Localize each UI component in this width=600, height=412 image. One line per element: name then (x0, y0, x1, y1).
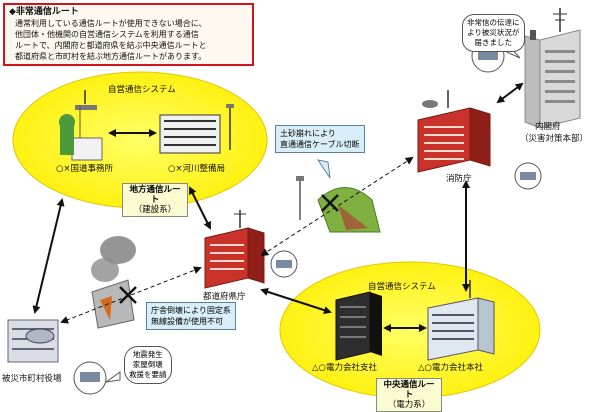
fdma-label: 消防庁 (446, 174, 472, 184)
info-line: 都道府県と市町村を結ぶ地方通信ルートがあります。 (15, 52, 207, 61)
river-maintenance-office (159, 104, 234, 154)
collapse-callout-line: 庁舎倒壊により固定系 (151, 306, 231, 315)
central-route-tag: 中央通信ルート （電力系） (376, 378, 442, 412)
collapse-callout: 庁舎倒壊により固定系 無線設備が使用不可 (146, 302, 236, 330)
info-line: ルートで、内閣府と都道府県を結ぶ中央通信ルートと (15, 41, 207, 50)
prefecture-building (204, 210, 265, 289)
cabinet-sublabel: （災害対策本部） (520, 134, 589, 144)
power-branch-office (335, 291, 382, 361)
central-system-label: 自営通信システム (368, 282, 436, 292)
power-branch-label: △○電力会社支社 (312, 363, 377, 373)
cabinet-bubble-line: 非常信の伝達に (467, 18, 520, 27)
collapsed-building (91, 236, 136, 329)
local-prefecture-link (189, 186, 211, 230)
collapse-callout-line: 無線設備が使用不可 (151, 317, 223, 326)
municipality-bubble-line: 家屋倒壊 (132, 360, 163, 369)
landslide (296, 176, 381, 233)
national-road-office-label: ○×国道事務所 (56, 164, 114, 174)
local-route-type: （建設系） (133, 205, 177, 215)
equipment-down-x-icon (119, 286, 137, 304)
municipality-bubble-line: 地震発生 (132, 350, 163, 359)
info-line: 通常利用している通信ルートが使用できない場合に、 (15, 19, 207, 28)
local-route-name: 地方通信ルート (129, 185, 181, 205)
landslide-callout-line: 土砂崩れにより (280, 129, 336, 138)
local-route-tag: 地方通信ルート （建設系） (122, 183, 188, 217)
cabinet-label: 内閣府 (535, 122, 561, 132)
prefecture-operator-icon (270, 250, 298, 278)
municipality-staff-icon (73, 361, 107, 395)
municipality-building (7, 319, 59, 363)
municipality-label: 被災市町村役場 (2, 374, 62, 384)
landslide-callout-line: 直通通信ケーブル切断 (280, 140, 360, 149)
cabinet-bubble-line: より被災状況が (467, 28, 520, 37)
cabinet-fdma-link (496, 82, 524, 104)
emergency-route-info-box: ◆非常通信ルート 通常利用している通信ルートが使用できない場合に、 他団体・他機… (3, 3, 254, 66)
municipality-bubble-line: 救援を要請 (129, 370, 167, 379)
info-line: 他団体・他機関の自営通信システムを利用する通信 (15, 30, 199, 39)
river-office-label: ○×河川整備局 (168, 164, 226, 174)
municipality-bubble-tail (105, 371, 121, 383)
cabinet-bubble-line: 届きました (474, 38, 513, 47)
power-head-label: △○電力会社本社 (418, 363, 483, 373)
prefecture-label: 都道府県庁 (203, 292, 246, 302)
national-road-office (59, 90, 103, 161)
info-body: 通常利用している通信ルートが使用できない場合に、 他団体・他機関の自営通信システ… (15, 18, 248, 62)
fdma-building (417, 90, 491, 173)
central-route-name: 中央通信ルート (383, 380, 435, 400)
prefecture-central-link (260, 288, 332, 314)
landslide-callout: 土砂崩れにより 直通通信ケーブル切断 (275, 125, 365, 153)
cabinet-office-building (524, 8, 581, 129)
central-route-type: （電力系） (387, 400, 431, 410)
info-title: ◆非常通信ルート (9, 7, 79, 17)
prefecture-fdma-dashed-link (260, 156, 414, 257)
landslide-callout-tail (316, 159, 331, 179)
local-municipality-link (32, 198, 65, 314)
municipality-speech-bubble: 地震発生 家屋倒壊 救援を要請 (124, 346, 172, 384)
fdma-operator-icon (514, 162, 542, 190)
prefecture-municipality-dashed-link (60, 266, 202, 324)
cable-cut-x-icon (321, 194, 339, 212)
local-system-label: 自営通信システム (108, 85, 176, 95)
power-head-office (427, 280, 495, 361)
cabinet-speech-bubble: 非常信の伝達に より被災状況が 届きました (462, 14, 525, 52)
